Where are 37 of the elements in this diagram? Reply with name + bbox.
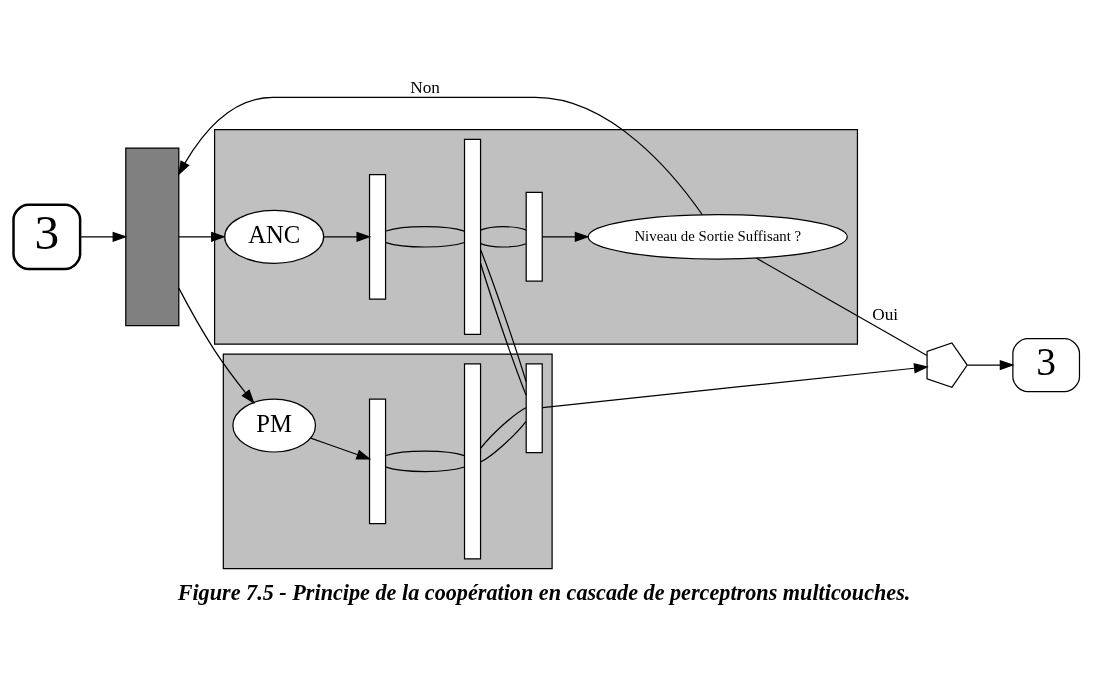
cluster [222,353,553,570]
connector [479,262,527,396]
arrow [178,287,255,405]
node-pentagon [926,342,968,389]
arrow [323,231,372,242]
connector [385,226,465,232]
node-box: 3 [12,203,82,271]
arrow [967,359,1015,371]
connector [385,241,465,248]
edge-label: Oui [872,304,899,324]
edge-label: Non [410,77,440,97]
node-ellipse: ANC [224,209,325,264]
connector [385,450,465,457]
arrow [310,437,372,460]
connector [479,226,527,231]
connector [479,420,527,463]
node-bar [368,173,387,300]
connector [479,407,527,450]
node-ellipse: PM [232,398,317,453]
connector [385,466,465,473]
arrow [177,96,703,216]
node-bar [525,363,543,454]
connector [479,249,527,383]
arrow [80,231,128,242]
arrow [541,363,929,409]
node-bar [525,191,543,282]
connector [755,257,928,357]
arrow [541,231,590,242]
node-bar [463,138,482,335]
connector [479,243,527,248]
arrow [178,231,226,242]
node-ellipse: Niveau de Sortie Suffisant ? [587,214,848,260]
node-bar [463,363,482,560]
node-box: 3 [1012,338,1081,393]
caption: Figure 7.5 - Principe de la coopération en cascade de perceptrons multicouches. [177,579,911,605]
node-bar [125,147,180,327]
node-bar [368,398,387,525]
